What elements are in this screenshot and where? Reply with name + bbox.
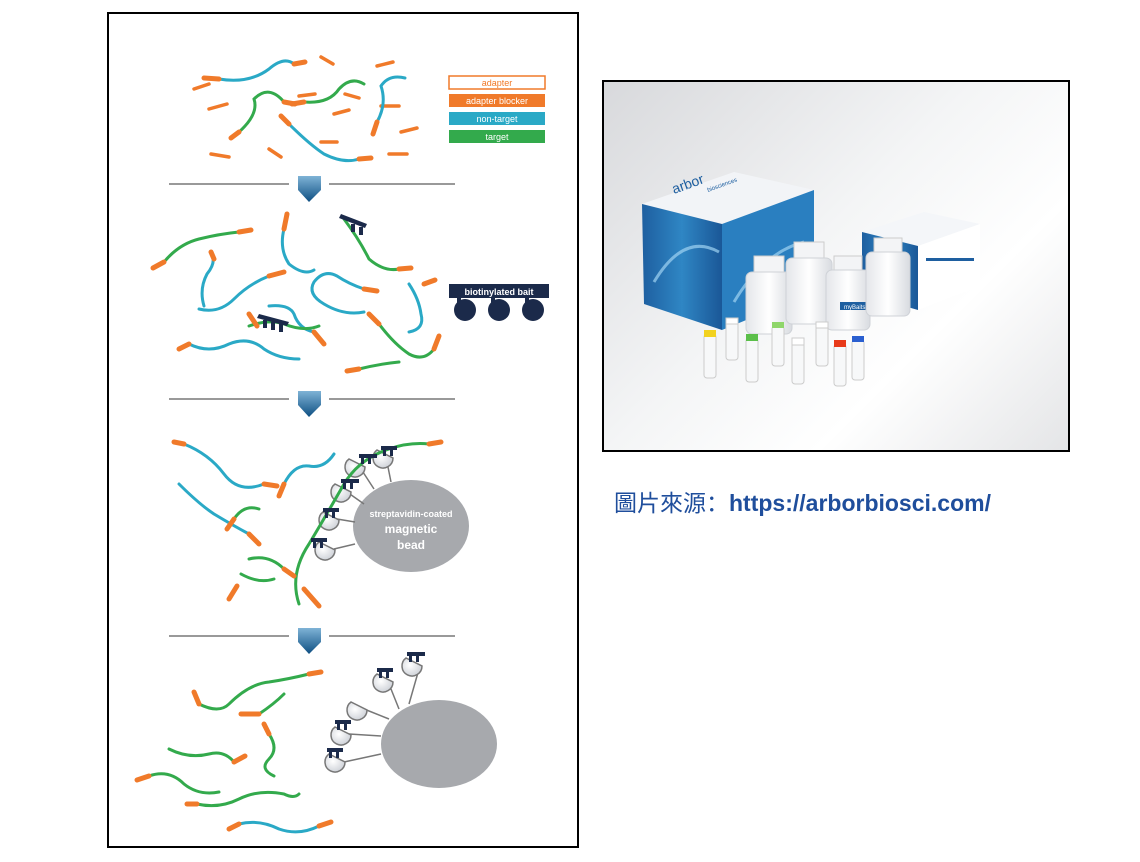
bead-label-line1: streptavidin-coated [369,509,452,519]
legend-adapter-blocker-swatch [449,94,545,107]
capture-workflow-diagram: adapter adapter blocker non-target targe… [107,12,579,848]
legend-adapter-swatch [448,75,546,90]
bottle-label: myBaits [844,305,865,311]
stage-1-fragments [201,59,407,163]
workflow-svg: adapter adapter blocker non-target targe… [134,55,549,834]
stage-3-capture: streptavidin-coated magnetic bead [171,439,469,609]
step-divider-3 [169,628,455,654]
legend-non-target-label: non-target [476,114,518,124]
bait-legend-bar [449,284,549,298]
stage-4-fragments [134,669,334,834]
legend: adapter adapter blocker non-target targe… [448,75,546,143]
legend-adapter-blocker-label: adapter blocker [466,96,528,106]
step-divider-1 [169,176,455,202]
product-photo: arbor biosciences myBaits [602,80,1070,452]
reagent-bottles: myBaits [745,237,911,335]
bait-legend-label: biotinylated bait [464,287,533,297]
caption-prefix: 圖片來源： [614,491,729,517]
stage-2-baits [257,214,367,332]
step-divider-2 [169,391,455,417]
source-link[interactable]: https://arborbiosci.com/ [729,490,991,516]
stage-3-baits [311,446,397,548]
stage-2-fragments [150,211,442,374]
stage-1-library: adapter adapter blocker non-target targe… [192,55,546,163]
free-blockers [192,55,419,159]
reagent-tubes [703,317,865,387]
legend-adapter-label: adapter [482,78,513,88]
empty-streptavidin-cups [324,657,423,773]
stage-4-elution [134,652,497,834]
magnetic-bead [353,480,469,572]
image-source-caption: 圖片來源：https://arborbiosci.com/ [614,484,991,518]
product-kit-illustration: arbor biosciences myBaits [642,170,980,387]
legend-non-target-swatch [449,112,545,125]
empty-bead [381,700,497,788]
stage-2-hybridization: biotinylated bait [150,211,549,374]
legend-target-label: target [485,132,509,142]
legend-target-swatch [449,130,545,143]
down-arrow-icon [298,391,321,417]
bait-legend: biotinylated bait [449,284,549,321]
bead-label-line3: bead [397,538,425,552]
stage-3-fragments [171,439,444,609]
down-arrow-icon [298,628,321,654]
bead-label-line2: magnetic [385,522,438,536]
down-arrow-icon [298,176,321,202]
stage-4-baits [327,652,425,758]
